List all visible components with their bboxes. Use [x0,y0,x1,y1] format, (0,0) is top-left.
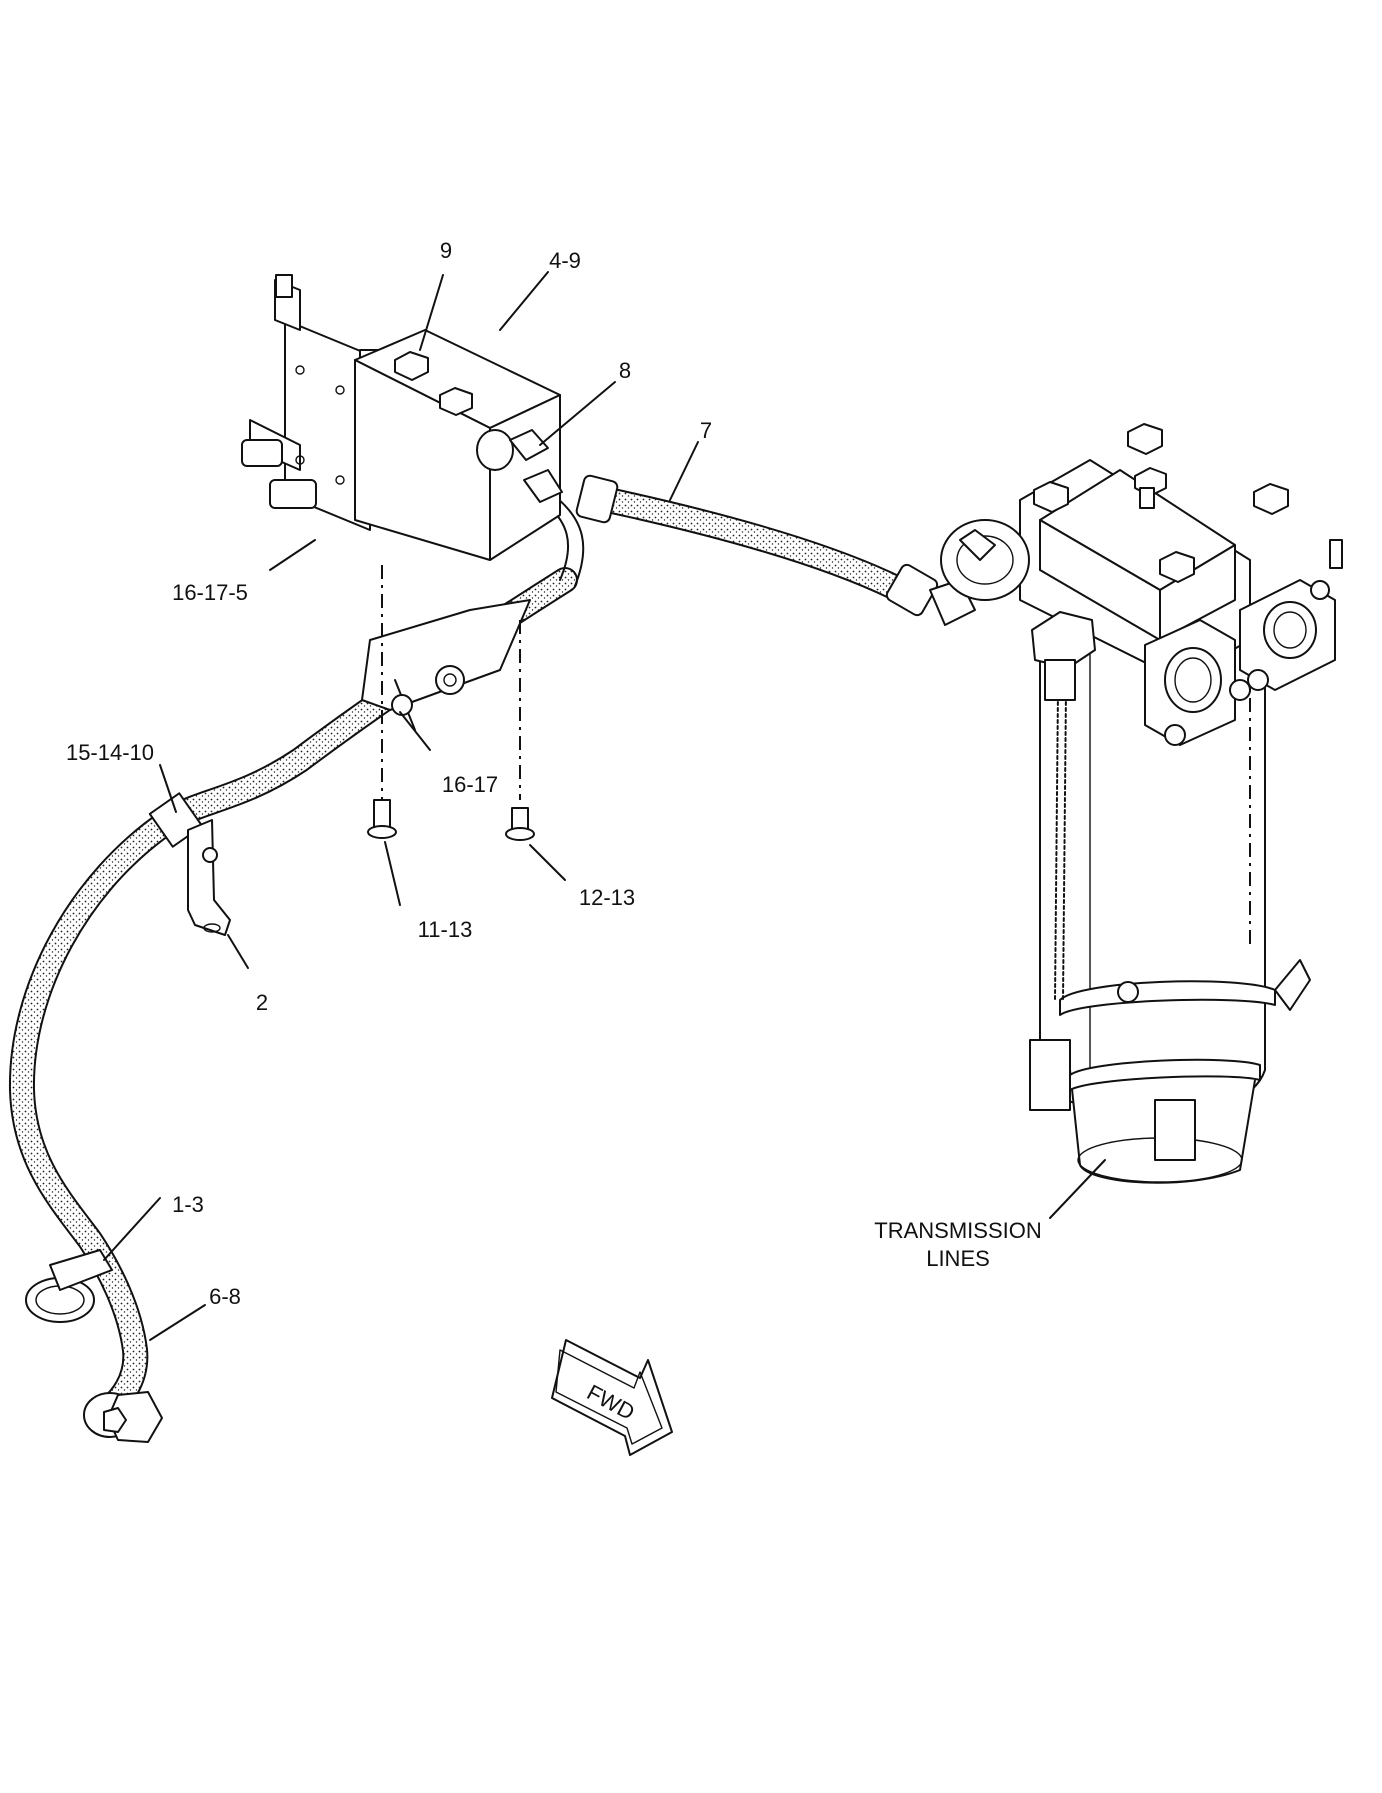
bolt-11-13 [367,799,397,839]
callout-8: 8 [619,358,631,383]
clamp-15-14-10 [148,792,231,936]
callout-4-9: 4-9 [549,248,581,273]
long-hose [8,567,578,1423]
block-bolt [439,387,473,416]
leader-lines [103,271,1106,1341]
clamp-1-3 [25,1249,113,1323]
callout-16-17-5: 16-17-5 [172,580,248,605]
hose-end-fitting [83,1391,163,1443]
bracket-bolt [435,665,465,695]
callout-16-17: 16-17 [442,772,498,797]
hose-7 [595,487,913,603]
transmission-label-line1: TRANSMISSION [874,1218,1041,1243]
bolt-9 [394,351,429,381]
transmission-label-line2: LINES [926,1246,990,1271]
transmission-filter [940,423,1343,1184]
callout-1-3: 1-3 [172,1192,204,1217]
fitting-8 [509,429,549,461]
valve-block [354,329,563,561]
fwd-arrow: FWD [551,1339,673,1456]
callout-7: 7 [700,418,712,443]
hose-7-ferrule-left [575,474,619,524]
callout-2: 2 [256,990,268,1015]
callout-12-13: 12-13 [579,885,635,910]
support-bracket [361,599,531,711]
callout-11-13: 11-13 [418,917,473,942]
elbow-fitting [523,469,563,503]
callout-labels: 9 4-9 8 7 16-17-5 15-14-10 16-17 12-13 1… [66,238,1042,1309]
callout-9: 9 [440,238,452,263]
bolt-12-13 [505,807,535,841]
port-plug [476,429,514,471]
callout-15-14-10: 15-14-10 [66,740,154,765]
hose-7-ferrule-right [885,563,939,617]
callout-6-8: 6-8 [209,1284,241,1309]
